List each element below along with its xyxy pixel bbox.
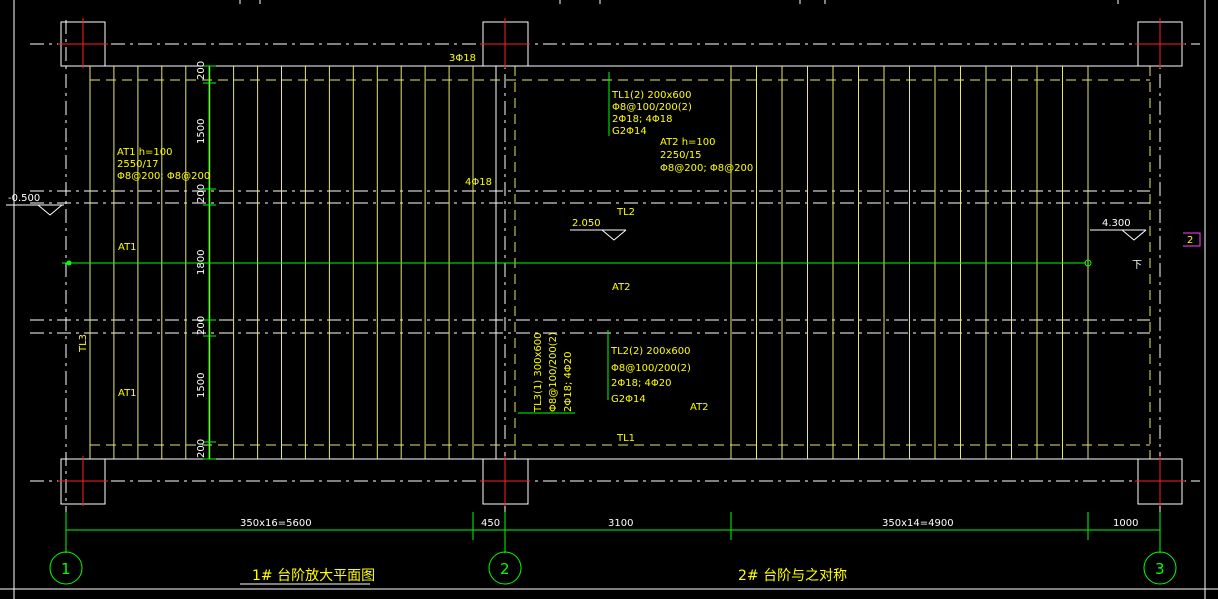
column-1-bottom [58, 456, 108, 506]
title-right: 2# 台阶与之对称 [738, 568, 847, 584]
tl3-line-2: Φ8@100/200(2) [548, 332, 559, 412]
tl1-line-4: G2Φ14 [612, 126, 647, 137]
column-1-top [58, 18, 108, 68]
axis-label-2: 2 [500, 560, 510, 578]
at1-upper-label: AT1 [118, 242, 137, 253]
tl2-line-4: G2Φ14 [611, 394, 646, 405]
tl1-label: TL1 [616, 433, 635, 444]
vdim-4: 1800 [196, 250, 207, 275]
elevation-text-3: 4.300 [1102, 218, 1131, 229]
bottom-dimension-line: 350x16=5600 450 3100 350x14=4900 1000 [65, 512, 1161, 548]
tl1-line-3: 2Φ18; 4Φ18 [612, 114, 672, 125]
tl1-line-1: TL1(2) 200x600 [611, 90, 691, 101]
top-rebar-label: 3Φ18 [449, 53, 476, 64]
elevation-marker-2: 2.050 [570, 218, 627, 241]
column-2-top [480, 18, 530, 68]
bdim-1: 350x16=5600 [240, 518, 312, 529]
vdim-5: 200 [196, 316, 207, 335]
vdim-2: 1500 [196, 119, 207, 144]
tl2-line-3: 2Φ18; 4Φ20 [611, 378, 671, 389]
axis-bubble-3: 3 [1143, 548, 1177, 585]
at1-line-1: AT1 h=100 [117, 147, 173, 158]
tl3-line-3: 2Φ18; 4Φ20 [563, 352, 574, 412]
column-3-top [1135, 18, 1185, 68]
axis-label-1: 1 [61, 560, 71, 578]
vdim-3: 200 [196, 184, 207, 203]
at1-line-2: 2550/17 [117, 159, 159, 170]
misc-labels: 3Φ18 4Φ18 AT1 AT1 TL3 AT2 AT2 TL2 TL1 下 [78, 53, 1142, 444]
at1-lower-label: AT1 [118, 388, 137, 399]
tl2-label: TL2 [616, 207, 635, 218]
title-left: 1# 台阶放大平面图 [252, 568, 375, 584]
tl1-line-2: Φ8@100/200(2) [612, 102, 692, 113]
bdim-5: 1000 [1113, 518, 1138, 529]
tl3-side-label: TL3 [78, 334, 89, 353]
mid-rebar-label: 4Φ18 [465, 177, 492, 188]
drawing-titles: 1# 台阶放大平面图 2# 台阶与之对称 [240, 568, 847, 585]
beam-centerlines [30, 20, 1200, 540]
column-2-bottom [480, 456, 530, 506]
elevation-text-2: 2.050 [572, 218, 601, 229]
column-3-bottom [1135, 456, 1185, 506]
axis-label-3: 3 [1155, 560, 1165, 578]
at2-line-2: 2250/15 [660, 150, 702, 161]
center-guide [62, 259, 1092, 267]
vdim-7: 200 [196, 439, 207, 458]
at2-lower-label: AT2 [690, 402, 709, 413]
tl3-line-1: TL3(1) 300x600 [533, 333, 544, 413]
at2-line-1: AT2 h=100 [660, 137, 716, 148]
at2-center-label: AT2 [612, 282, 631, 293]
bdim-4: 350x14=4900 [882, 518, 954, 529]
axis-bubble-2: 2 [488, 548, 522, 585]
section-mark: 2 [1183, 232, 1201, 247]
annotation-tl1: TL1(2) 200x600 Φ8@100/200(2) 2Φ18; 4Φ18 … [608, 72, 692, 137]
vertical-dimension-chain: 200 1500 200 1800 200 1500 200 [196, 61, 216, 460]
at2-line-3: Φ8@200; Φ8@200 [660, 163, 753, 174]
vdim-6: 1500 [196, 373, 207, 398]
elevation-marker-1: -0.500 [6, 193, 64, 216]
vdim-1: 200 [196, 61, 207, 80]
section-mark-number: 2 [1187, 235, 1193, 246]
tl2-line-1: TL2(2) 200x600 [610, 346, 690, 357]
elevation-text-1: -0.500 [8, 193, 40, 204]
annotation-tl2: TL2(2) 200x600 Φ8@100/200(2) 2Φ18; 4Φ20 … [607, 330, 691, 405]
axis-bubble-1: 1 [49, 548, 83, 585]
annotation-tl3: TL3(1) 300x600 Φ8@100/200(2) 2Φ18; 4Φ20 [518, 332, 575, 414]
bdim-2: 450 [481, 518, 500, 529]
annotation-at1: AT1 h=100 2550/17 Φ8@200; Φ8@200 [117, 147, 210, 182]
elevation-marker-3: 4.300 [1090, 218, 1147, 241]
down-label: 下 [1132, 260, 1142, 271]
annotation-at2: AT2 h=100 2250/15 Φ8@200; Φ8@200 [660, 137, 753, 174]
at1-line-3: Φ8@200; Φ8@200 [117, 171, 210, 182]
bdim-3: 3100 [608, 518, 633, 529]
landing-lines [90, 79, 1150, 446]
tl2-line-2: Φ8@100/200(2) [611, 363, 691, 374]
